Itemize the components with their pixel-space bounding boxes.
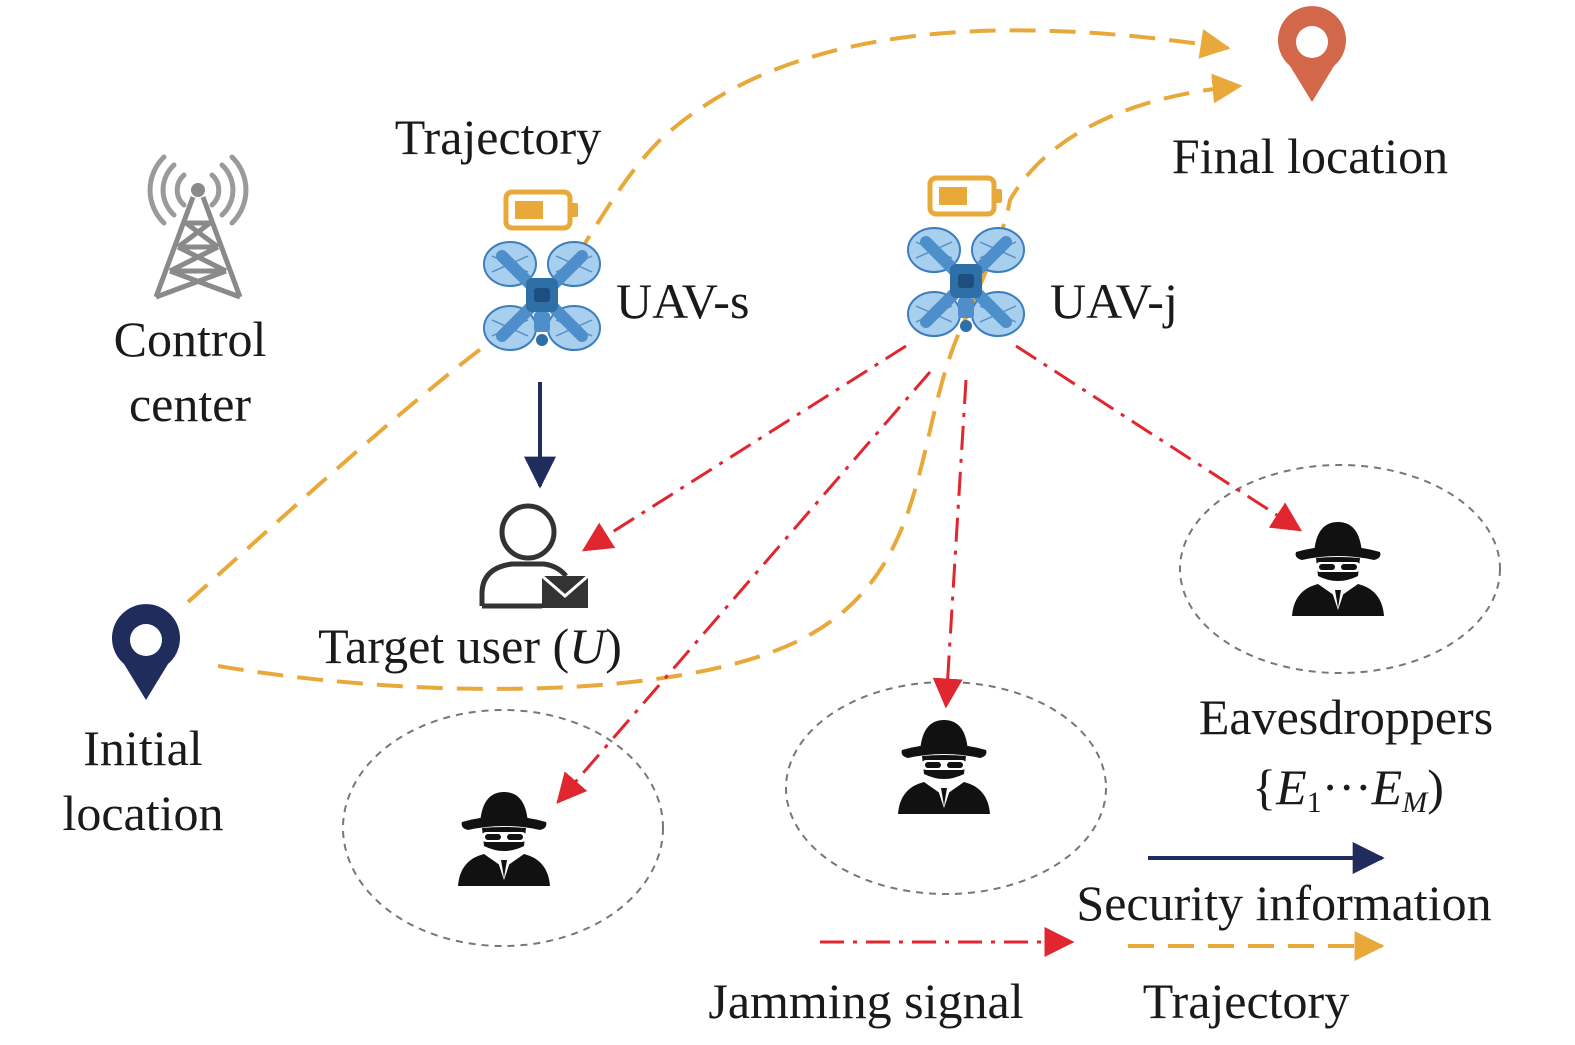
jamming-to-target-user: [581, 344, 907, 552]
control-center-label-line2: center: [129, 376, 251, 432]
eavesdropper-icon-center: [898, 720, 990, 814]
eavesdroppers-label: Eavesdroppers: [1199, 689, 1493, 745]
uav-j-label: UAV-j: [1050, 273, 1178, 329]
initial-location-label-line2: location: [62, 785, 223, 841]
uav-j-trajectory-path: [217, 73, 1243, 691]
eavesdroppers-set-label: {E1···EM): [1252, 759, 1444, 819]
legend-security-label: Security information: [1076, 875, 1491, 931]
radio-tower-icon: [147, 154, 249, 300]
initial-location-pin-icon: [112, 604, 180, 700]
uav-s-battery-icon: [506, 192, 578, 228]
uav-s-label: UAV-s: [616, 273, 749, 329]
target-user-label: Target user (U): [318, 618, 622, 674]
uav-s-drone-icon: [484, 242, 600, 350]
eavesdropper-region-right: [1179, 464, 1501, 674]
jamming-to-eavesdropper-right: [1015, 344, 1303, 532]
final-location-label: Final location: [1172, 128, 1448, 184]
legend: Security information Jamming signal Traj…: [708, 842, 1492, 1029]
jamming-to-eavesdropper-left: [556, 371, 932, 804]
eavesdropper-region-left: [342, 709, 664, 947]
eavesdropper-icon-left: [458, 792, 550, 886]
legend-trajectory-label: Trajectory: [1143, 973, 1349, 1029]
eavesdropper-icon-right: [1292, 522, 1384, 616]
control-center-label-line1: Control: [114, 311, 267, 367]
trajectory-top-label: Trajectory: [395, 109, 601, 165]
initial-location-label-line1: Initial: [83, 720, 202, 776]
uav-s-trajectory-path: [186, 28, 1231, 604]
legend-jamming-label: Jamming signal: [708, 973, 1023, 1029]
uav-j-battery-icon: [930, 178, 1002, 214]
final-location-pin-icon: [1278, 6, 1346, 102]
eavesdropper-region-center: [785, 681, 1107, 895]
user-with-envelope-icon: [479, 503, 589, 609]
jamming-to-eavesdropper-center: [932, 379, 968, 709]
